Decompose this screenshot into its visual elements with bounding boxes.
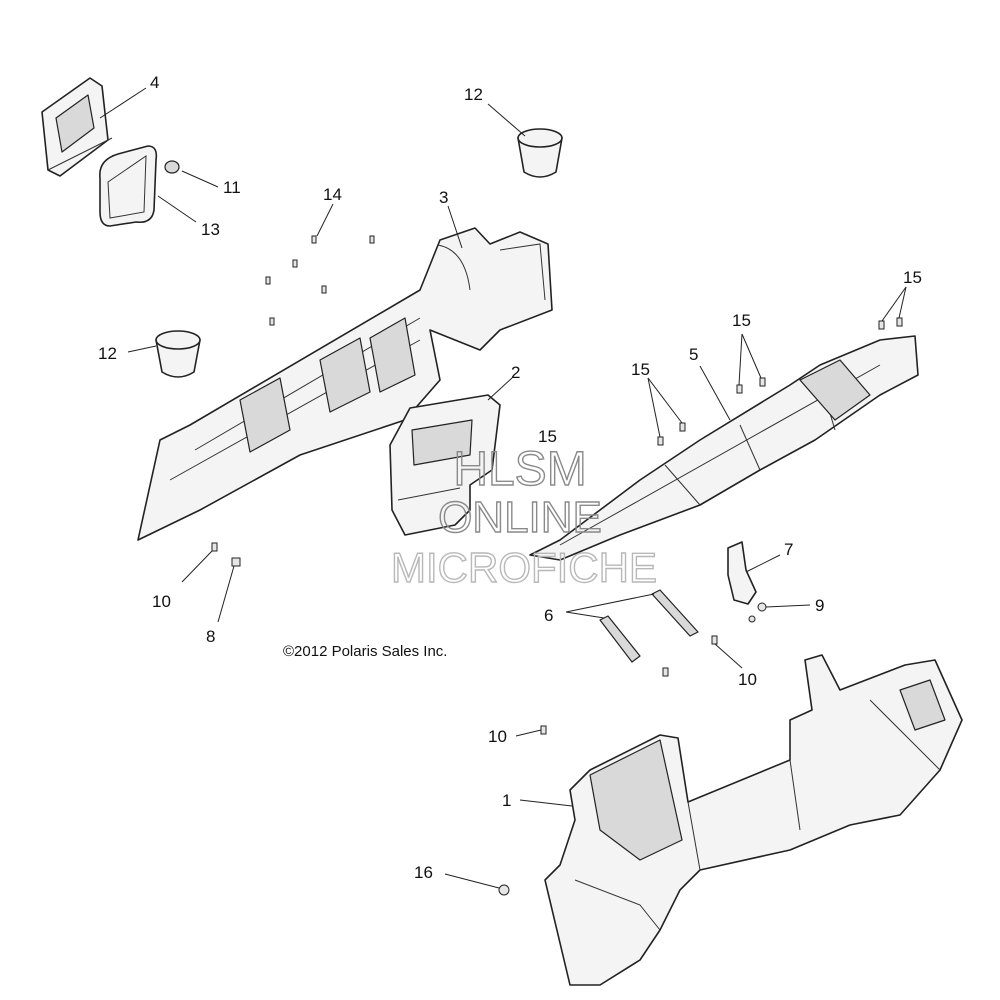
part-12-cupholder-top [517, 128, 563, 178]
callout-10-right: 10 [738, 670, 757, 689]
callout-7: 7 [784, 540, 793, 559]
part-7-bracket [727, 541, 757, 605]
callout-4: 4 [150, 73, 159, 92]
part-12-cupholder-left [155, 330, 201, 378]
callout-3: 3 [439, 188, 448, 207]
part-3-upper-dash [137, 227, 553, 541]
part-9-screw [748, 602, 767, 623]
watermark-line-1: HLSM [453, 443, 586, 496]
callout-6: 6 [544, 606, 553, 625]
callout-12-left: 12 [98, 344, 117, 363]
callout-15-b: 15 [732, 311, 751, 330]
callout-15-a: 15 [631, 360, 650, 379]
part-13-gasket [99, 145, 158, 227]
callout-2: 2 [511, 363, 520, 382]
part-14-fasteners [265, 235, 375, 326]
part-15-fasteners [657, 317, 903, 446]
leader-lines [99, 87, 907, 889]
callout-10-left: 10 [152, 592, 171, 611]
part-2-center-bracket [389, 394, 501, 536]
part-13-gasket-inner [107, 155, 147, 219]
callout-1: 1 [502, 791, 511, 810]
callout-13: 13 [201, 220, 220, 239]
callout-16: 16 [414, 863, 433, 882]
callout-8: 8 [206, 627, 215, 646]
watermark: HLSM ONLINE MICROFICHE [390, 442, 657, 591]
callout-5: 5 [689, 345, 698, 364]
callout-15-d: 15 [538, 427, 557, 446]
callout-10-lower: 10 [488, 727, 507, 746]
part-4-bezel [41, 77, 113, 177]
part-10-fasteners [211, 542, 718, 735]
part-16-screw [498, 884, 510, 896]
part-8-clip [231, 557, 241, 567]
part-6-braces [599, 589, 699, 663]
callout-15-c: 15 [903, 268, 922, 287]
part-5-right-dash [529, 335, 919, 561]
callout-9: 9 [815, 596, 824, 615]
watermark-line-2: ONLINE [438, 493, 602, 542]
callout-12-top: 12 [464, 85, 483, 104]
copyright-notice: ©2012 Polaris Sales Inc. [283, 643, 447, 660]
callout-11: 11 [223, 178, 241, 197]
part-11-plug [164, 160, 180, 174]
part-1-lower-dash [544, 654, 963, 986]
watermark-line-3: MICROFICHE [391, 544, 657, 591]
callout-14: 14 [323, 185, 342, 204]
